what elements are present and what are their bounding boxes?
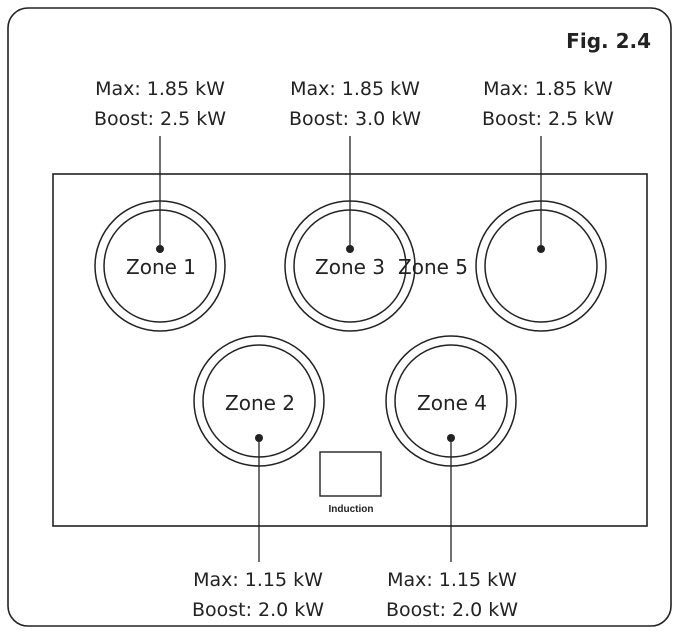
zone-5-label: Zone 5 (398, 255, 468, 279)
control-panel-box (319, 451, 382, 497)
zone-5-boost: Boost: 2.5 kW (482, 108, 614, 130)
induction-label: Induction (329, 504, 374, 515)
zone-1-group: Zone 1 Max: 1.85 kW Boost: 2.5 kW (94, 78, 226, 332)
zone-5-group: Max: 1.85 kW Boost: 2.5 kW (475, 78, 614, 332)
figure-label: Fig. 2.4 (566, 29, 651, 53)
zone-1-boost: Boost: 2.5 kW (94, 108, 226, 130)
zone-2-label: Zone 2 (225, 391, 295, 415)
zone-1-dot (156, 245, 164, 253)
zone-3-group: Zone 3 Max: 1.85 kW Boost: 3.0 kW (284, 78, 421, 332)
zone-1-label: Zone 1 (126, 255, 196, 279)
figure-frame (7, 7, 672, 627)
zone-2-boost: Boost: 2.0 kW (192, 599, 324, 621)
zone-2-group: Zone 2 Max: 1.15 kW Boost: 2.0 kW (192, 335, 325, 621)
zone-4-max: Max: 1.15 kW (387, 569, 517, 591)
zone-4-group: Zone 4 Max: 1.15 kW Boost: 2.0 kW (385, 335, 518, 621)
control-panel: Induction (319, 451, 382, 515)
zone-5-dot (537, 245, 545, 253)
zone-4-label: Zone 4 (417, 391, 487, 415)
zone-3-dot (346, 245, 354, 253)
zone-1-max: Max: 1.85 kW (95, 78, 225, 100)
zone-4-boost: Boost: 2.0 kW (386, 599, 518, 621)
zone-5-max: Max: 1.85 kW (483, 78, 613, 100)
zone-3-max: Max: 1.85 kW (290, 78, 420, 100)
zone-3-boost: Boost: 3.0 kW (289, 108, 421, 130)
zone-2-max: Max: 1.15 kW (193, 569, 323, 591)
zone-3-label: Zone 3 (315, 255, 385, 279)
